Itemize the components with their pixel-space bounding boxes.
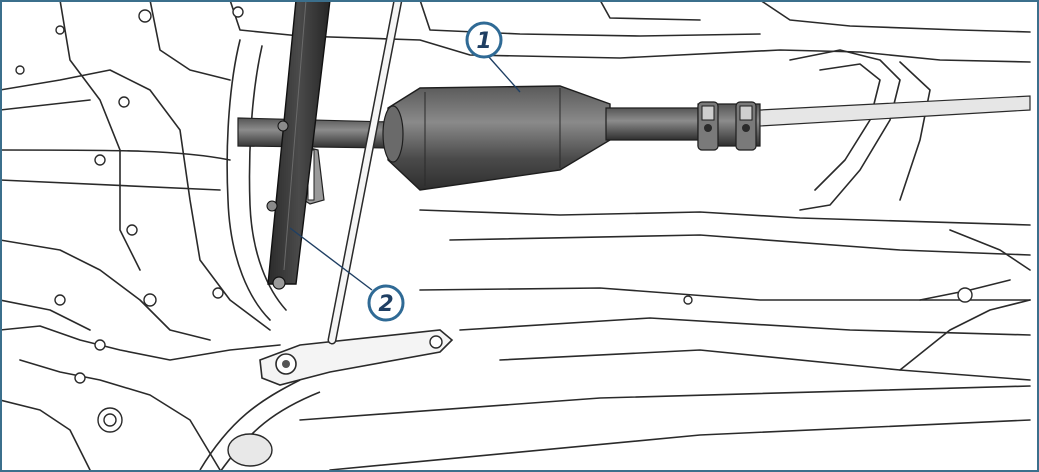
suspension-arm — [199, 329, 454, 472]
fastener-holes — [15, 6, 973, 433]
pipe-clamps — [697, 101, 757, 151]
cross-rod — [327, 0, 403, 345]
leader-line-2 — [289, 227, 373, 291]
support-bracket-icon — [267, 0, 331, 285]
catalytic-converter — [382, 85, 611, 191]
support-bracket — [266, 0, 331, 290]
clamp-rear — [735, 101, 757, 151]
callout-2: 2 — [367, 284, 405, 322]
clamp-front — [697, 101, 719, 151]
callout-1-label: 1 — [476, 29, 491, 54]
callout-1: 1 — [465, 21, 503, 59]
leader-lines — [289, 55, 521, 291]
leader-line-1 — [487, 55, 521, 93]
callout-2-label: 2 — [378, 292, 393, 317]
